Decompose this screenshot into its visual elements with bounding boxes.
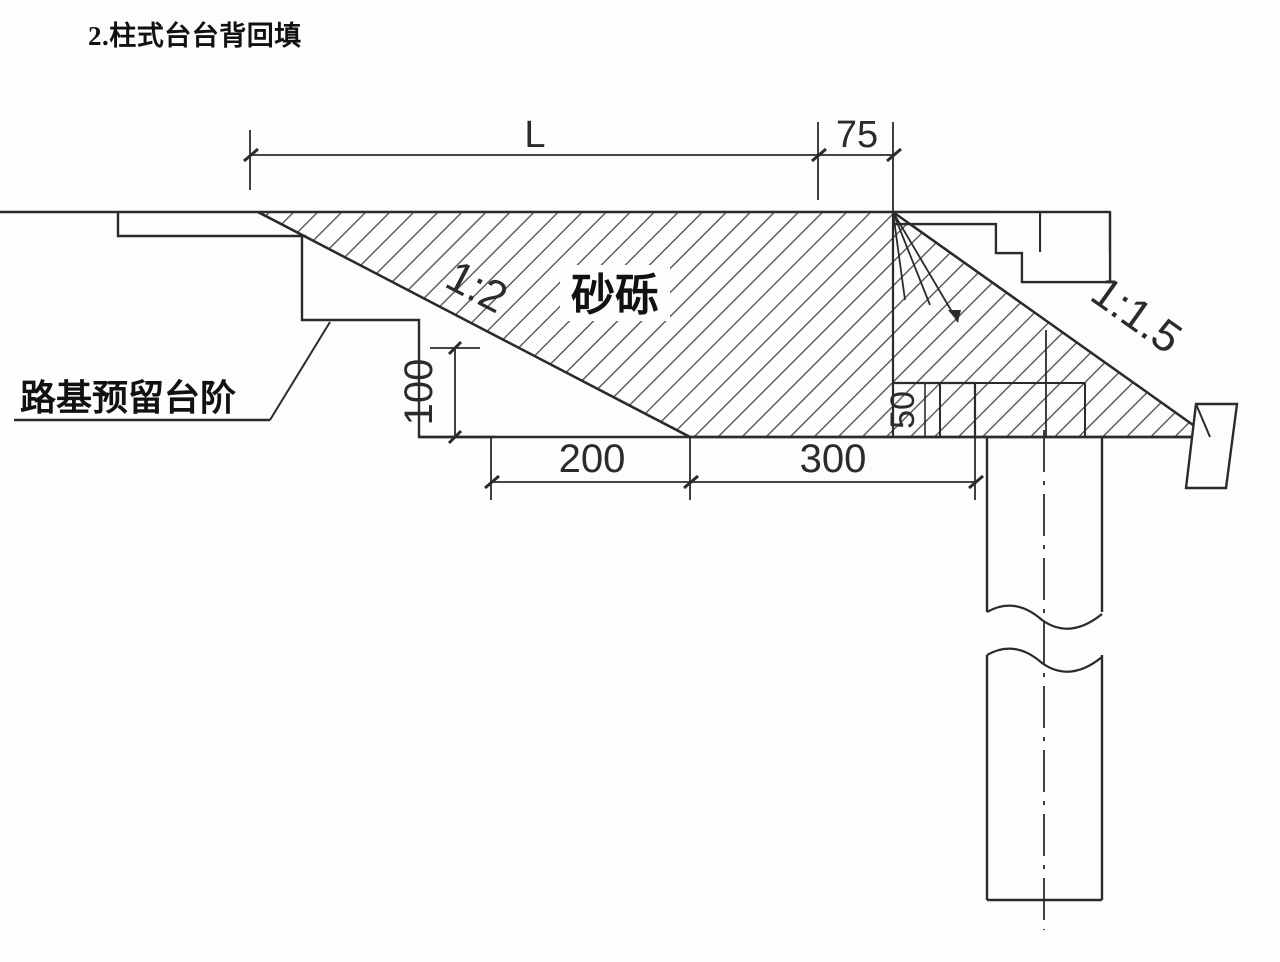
dim-label-200: 200 (559, 437, 626, 481)
dim-label-50: 50 (884, 391, 922, 429)
subgrade-step-label: 路基预留台阶 (20, 378, 236, 418)
apex-leader-lines (892, 211, 961, 323)
dim-label-75: 75 (836, 114, 878, 156)
dimension-bottom: 200 300 (484, 437, 984, 500)
slope-toe-block (1184, 402, 1239, 490)
dim-label-100: 100 (397, 359, 441, 426)
subgrade-step-callout: 路基预留台阶 (14, 321, 331, 422)
dim-label-300: 300 (800, 437, 867, 481)
title-number: 2. (88, 21, 110, 51)
abutment-cap-mask (893, 210, 1112, 284)
title-body: 柱式台台背回填 (109, 21, 302, 51)
dimension-vertical-100: 100 (397, 340, 480, 445)
material-label-group: 砂砾 (560, 265, 670, 321)
dimension-vertical-50: 50 (884, 382, 940, 438)
material-label: 砂砾 (571, 271, 659, 320)
right-slope-line (892, 211, 1211, 438)
left-slope-line (257, 210, 691, 439)
dim-label-L: L (524, 114, 545, 156)
abutment-column-structure (891, 212, 1086, 437)
page-title: 2.柱式台台背回填 (88, 14, 302, 53)
dimension-top: L 75 (243, 114, 902, 212)
pile-column (985, 430, 1104, 930)
